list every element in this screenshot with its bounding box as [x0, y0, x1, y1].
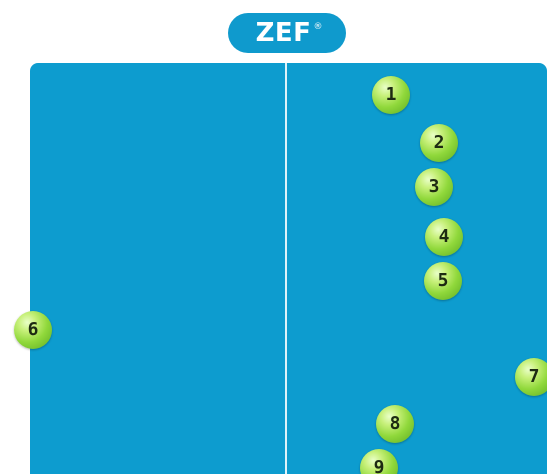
evaluation-board [30, 63, 547, 474]
marker-7[interactable]: 7 [515, 358, 547, 396]
marker-8[interactable]: 8 [376, 405, 414, 443]
marker-2[interactable]: 2 [420, 124, 458, 162]
center-divider [285, 63, 287, 474]
logo-text: ZEF [255, 18, 312, 48]
marker-4[interactable]: 4 [425, 218, 463, 256]
marker-3[interactable]: 3 [415, 168, 453, 206]
marker-6[interactable]: 6 [14, 311, 52, 349]
registered-mark: ® [313, 21, 323, 32]
marker-1[interactable]: 1 [372, 76, 410, 114]
marker-9[interactable]: 9 [360, 449, 398, 474]
brand-logo: ZEF ® [228, 13, 346, 53]
marker-5[interactable]: 5 [424, 262, 462, 300]
